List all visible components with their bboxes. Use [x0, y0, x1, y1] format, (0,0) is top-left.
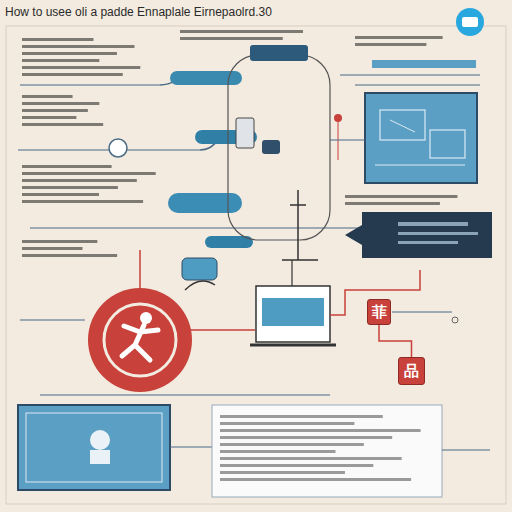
scribble-line	[22, 116, 76, 119]
scribble-line	[220, 478, 411, 481]
panel-sketch	[380, 110, 425, 140]
blue-pill	[168, 193, 242, 213]
screen-panel	[18, 405, 170, 490]
antenna-symbol	[282, 190, 318, 260]
scribble-line	[220, 450, 336, 453]
scribble-line	[220, 443, 364, 446]
box-glyph: 菲	[372, 304, 387, 321]
running-figure	[122, 325, 158, 360]
scribble-line	[22, 45, 134, 48]
wire	[18, 85, 360, 395]
medallion-ring	[104, 304, 176, 376]
blue-bar	[372, 60, 476, 68]
connector	[379, 325, 412, 357]
laptop-screen	[256, 286, 330, 342]
box-glyph: 品	[404, 363, 419, 380]
scribble-line	[220, 471, 345, 474]
red-dot	[334, 114, 342, 122]
scribble-line	[22, 200, 143, 203]
top-tab	[250, 45, 308, 61]
scribble-line	[22, 172, 156, 175]
red-medallion	[88, 288, 192, 392]
scribble-line	[220, 464, 373, 467]
page-frame	[6, 26, 506, 504]
device-outline	[228, 55, 330, 240]
scribble-line	[22, 240, 97, 243]
scribble-line	[22, 52, 117, 55]
panel-sketch	[375, 120, 465, 165]
scribble-line	[22, 179, 137, 182]
scribble-line	[22, 247, 83, 250]
scribble-line	[345, 202, 440, 205]
panel-sketch	[430, 130, 465, 158]
scribble-line	[220, 422, 354, 425]
wire	[442, 450, 490, 451]
dial-icon	[109, 139, 127, 157]
text-panel	[212, 405, 442, 497]
wire	[185, 281, 215, 290]
blue-pill	[182, 258, 217, 280]
scribble-line	[22, 102, 99, 105]
scribble-line	[22, 59, 99, 62]
small-node-dot	[452, 317, 458, 323]
wire	[291, 260, 292, 286]
screen-content	[262, 298, 324, 326]
scribble-line	[220, 457, 402, 460]
scribble-line	[355, 36, 443, 39]
red-wire	[330, 270, 420, 315]
scribble-line	[345, 195, 457, 198]
scribble-line	[398, 241, 458, 244]
wire	[340, 75, 480, 85]
scribble-line	[22, 254, 117, 257]
page-title: How to usee oli a padde Ennaplale Eirnep…	[5, 5, 272, 19]
scribble-line	[22, 165, 112, 168]
badge-icon	[456, 8, 484, 36]
red-label-box: 品	[398, 357, 425, 385]
wire	[392, 312, 452, 313]
scribble-line	[180, 30, 303, 33]
blue-pill	[170, 71, 242, 85]
scribble-line	[398, 222, 468, 226]
scribble-line	[22, 66, 140, 69]
screen-icon	[90, 450, 110, 464]
scribble-line	[22, 193, 99, 196]
phone-icon	[236, 118, 254, 148]
scribble-line	[180, 37, 283, 40]
scribble-line	[220, 429, 421, 432]
wire	[170, 446, 212, 447]
scribble-line	[22, 123, 103, 126]
illustration-panel	[365, 93, 477, 183]
scribble-text	[22, 30, 457, 481]
screen-icon	[90, 430, 110, 450]
figure-head	[140, 312, 152, 324]
screen-inner	[26, 413, 162, 482]
scribble-line	[220, 436, 392, 439]
wire	[330, 139, 365, 140]
scribble-line	[220, 415, 383, 418]
callout-box	[345, 212, 492, 258]
scribble-line	[22, 186, 118, 189]
scribble-line	[22, 38, 94, 41]
scribble-line	[22, 95, 73, 98]
small-chip	[262, 140, 280, 154]
scribble-line	[22, 73, 123, 76]
scribble-line	[22, 109, 88, 112]
scribble-line	[398, 232, 478, 235]
wire	[338, 122, 339, 160]
badge-glyph	[462, 17, 478, 27]
scribble-line	[355, 43, 426, 46]
laptop-base	[250, 344, 336, 347]
red-label-box: 菲	[367, 299, 391, 325]
